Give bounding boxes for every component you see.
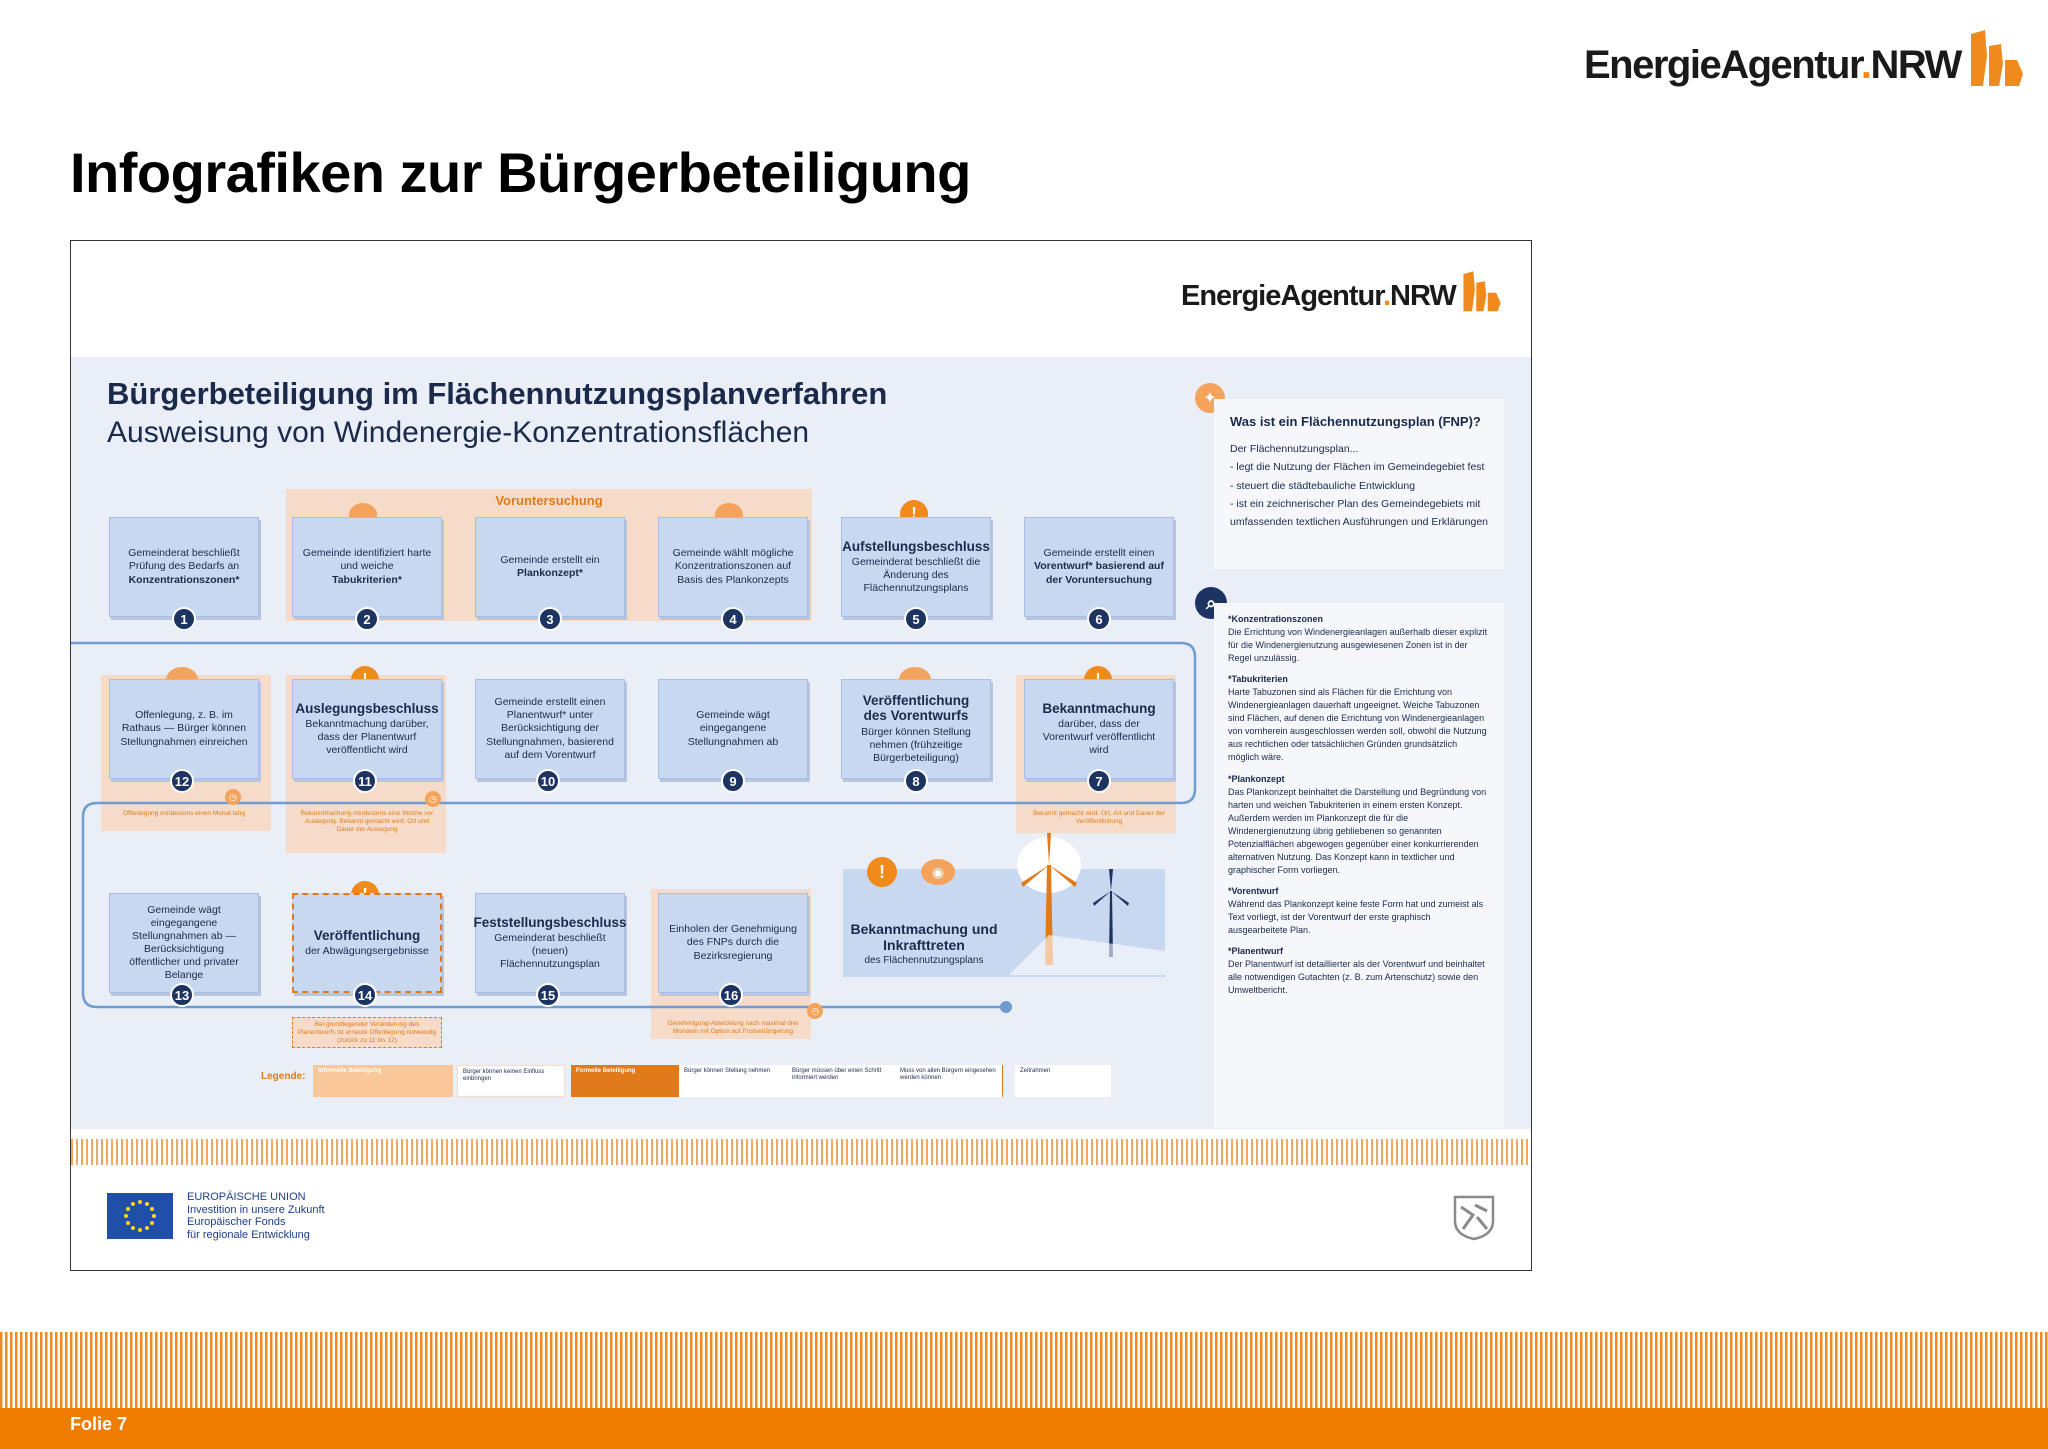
glossary-term: *Vorentwurf: [1228, 885, 1279, 896]
step-13: Gemeinde wägt eingegangene Stellungnahme…: [109, 893, 259, 993]
step-number-9: 9: [721, 769, 745, 793]
step-12: Offenlegung, z. B. im Rathaus — Bürger k…: [109, 679, 259, 779]
step-number-3: 3: [538, 607, 562, 631]
infographic-brand-mark-icon: [1463, 271, 1501, 312]
note-14: Bei grundlegender Veränderung des Planen…: [292, 1017, 442, 1049]
step-number-4: 4: [721, 607, 745, 631]
fnp-intro: Der Flächennutzungsplan...: [1230, 442, 1359, 455]
eu-funding-logo: EUROPÄISCHE UNION Investition in unsere …: [107, 1191, 325, 1242]
step-number-14: 14: [353, 983, 377, 1007]
step-number-13: 13: [170, 983, 194, 1007]
logo-word: EnergieAgentur: [1584, 43, 1862, 87]
step-number-5: 5: [904, 607, 928, 631]
legend-timeframe: Zeitrahmen: [1015, 1065, 1111, 1097]
footer-bar: [0, 1408, 2048, 1449]
step-1: Gemeinderat beschließt Prüfung des Bedar…: [109, 517, 259, 617]
step-6: Gemeinde erstellt einen Vorentwurf* basi…: [1024, 517, 1174, 617]
exclamation-icon: !: [867, 857, 897, 887]
fnp-heading: Was ist ein Flächennutzungsplan (FNP)?: [1230, 414, 1481, 429]
glossary-text: Die Errichtung von Windenergieanlagen au…: [1228, 627, 1488, 664]
legend-informal: Informelle Beteiligung: [313, 1065, 453, 1097]
final-head: Bekanntmachung und Inkrafttreten: [850, 921, 998, 954]
eu-line-2: Investition in unsere Zukunft: [187, 1203, 325, 1216]
step-number-7: 7: [1087, 769, 1111, 793]
voruntersuchung-label: Voruntersuchung: [495, 493, 603, 508]
infographic-logo: EnergieAgentur.NRW: [1181, 271, 1502, 313]
glossary-term: *Planentwurf: [1228, 946, 1284, 957]
step-16: Einholen der Genehmigung des FNPs durch …: [658, 893, 808, 993]
step-9: Gemeinde wägt eingegangene Stellungnahme…: [658, 679, 808, 779]
step-10: Gemeinde erstellt einen Planentwurf* unt…: [475, 679, 625, 779]
footer-stripes: [0, 1332, 2048, 1408]
legend-formal: Formelle Beteiligung: [571, 1065, 679, 1097]
step-2: Gemeinde identifiziert harte und weiche …: [292, 517, 442, 617]
fnp-item: - ist ein zeichnerischer Plan des Gemein…: [1230, 497, 1489, 529]
infographic-frame: EnergieAgentur.NRW Bürgerbeteiligung im …: [70, 240, 1532, 1271]
infographic-title: Bürgerbeteiligung im Flächennutzungsplan…: [107, 376, 888, 411]
final-step: ! ◉ Bekanntmachung und Inkrafttreten des…: [843, 833, 1165, 977]
step-number-6: 6: [1087, 607, 1111, 631]
fnp-item: - steuert die städtebauliche Entwicklung: [1230, 479, 1416, 492]
final-sub: des Flächennutzungsplans: [864, 955, 984, 966]
legend-label: Legende:: [261, 1071, 306, 1082]
clock-icon: ◷: [807, 1003, 823, 1019]
step-number-8: 8: [904, 769, 928, 793]
legend-informed: Bürger müssen über einen Schritt informi…: [787, 1065, 895, 1097]
note-7: Bekannt gemacht wird: Ort, Art und Dauer…: [1024, 807, 1174, 829]
brand-mark-icon: [1970, 30, 2023, 86]
fnp-item: - legt die Nutzung der Flächen im Gemein…: [1230, 461, 1485, 474]
legend-no-influence: Bürger können keinen Einfluss einbringen: [457, 1065, 565, 1097]
legend-visible: Muss von allen Bürgern eingesehen werden…: [895, 1065, 1003, 1097]
step-number-2: 2: [355, 607, 379, 631]
wind-turbine-icon: [1009, 833, 1165, 975]
legend-statement: Bürger können Stellung nehmen: [679, 1065, 787, 1097]
step-number-1: 1: [172, 607, 196, 631]
note-12: Offenlegung mindestens einen Monat lang: [109, 807, 259, 821]
brand-logo: EnergieAgentur.NRW: [1584, 30, 2025, 88]
page-title: Infografiken zur Bürgerbeteiligung: [70, 141, 971, 204]
nrw-crest-icon: [1453, 1195, 1495, 1241]
glossary-text: Harte Tabuzonen sind als Flächen für die…: [1228, 687, 1487, 763]
process-flow-line: [71, 641, 1197, 1013]
eu-line-3: Europäischer Fonds: [187, 1216, 286, 1229]
step-number-15: 15: [536, 983, 560, 1007]
glossary-term: *Konzentrationszonen: [1228, 614, 1324, 624]
clock-icon: ◷: [225, 789, 241, 805]
note-11: Bekanntmachung mindestens eine Woche vor…: [292, 807, 442, 837]
step-number-16: 16: [719, 983, 743, 1007]
step-number-11: 11: [353, 769, 377, 793]
logo-suffix: NRW: [1870, 43, 1962, 87]
infographic-stripes: [71, 1139, 1531, 1165]
step-3: Gemeinde erstellt ein Plankonzept*: [475, 517, 625, 617]
step-number-12: 12: [170, 769, 194, 793]
note-16: Genehmigung-Abwicklung nach maximal drei…: [658, 1017, 808, 1039]
fnp-info-box: Was ist ein Flächennutzungsplan (FNP)? D…: [1214, 399, 1504, 569]
eu-line-4: für regionale Entwicklung: [187, 1228, 310, 1241]
glossary-text: Während das Plankonzept keine feste Form…: [1228, 898, 1484, 936]
eu-flag-icon: [107, 1193, 173, 1240]
step-number-10: 10: [536, 769, 560, 793]
slide-number: Folie 7: [70, 1414, 128, 1434]
infographic-logo-word: EnergieAgentur: [1181, 280, 1384, 312]
glossary-term: *Tabukriterien: [1228, 674, 1288, 685]
eu-line-1: EUROPÄISCHE UNION: [187, 1191, 306, 1203]
glossary-term: *Plankonzept: [1228, 773, 1285, 784]
infographic-logo-suffix: NRW: [1390, 280, 1457, 312]
glossary-text: Das Plankonzept beinhaltet die Darstellu…: [1228, 786, 1487, 875]
clock-icon: ◷: [425, 791, 441, 807]
step-4: Gemeinde wählt mögliche Konzentrationszo…: [658, 517, 808, 617]
glossary-text: Der Planentwurf ist detaillierter als de…: [1228, 959, 1485, 996]
eye-icon: ◉: [921, 859, 955, 885]
infographic-subtitle: Ausweisung von Windenergie-Konzentration…: [107, 416, 810, 449]
